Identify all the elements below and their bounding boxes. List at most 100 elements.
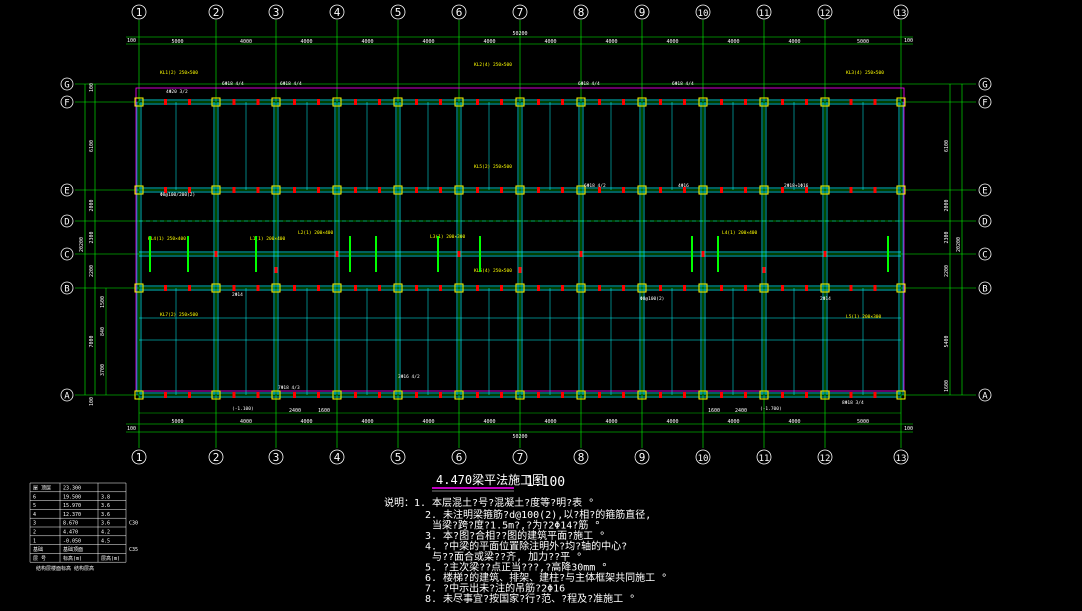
axis-label-row: B bbox=[64, 285, 69, 295]
column-B bbox=[271, 283, 281, 293]
rebar-mark bbox=[378, 285, 381, 291]
column-A bbox=[454, 390, 464, 400]
column-E bbox=[759, 185, 769, 195]
rebar-mark bbox=[537, 187, 540, 193]
notes-heading: 说明：1. 本层混土?号?混凝土?度等?明?表 ° bbox=[384, 496, 594, 509]
rebar-mark bbox=[476, 392, 479, 398]
axis-bubble-col bbox=[695, 449, 711, 465]
column-E bbox=[211, 185, 221, 195]
dim-bottom-edge-right: 100 bbox=[904, 426, 913, 432]
dim-left-edge: 100 bbox=[89, 83, 95, 92]
table-cell: 4.5 bbox=[101, 538, 110, 544]
axis-label-col: 9 bbox=[639, 6, 646, 19]
rebar-mark bbox=[701, 251, 705, 257]
column-E bbox=[820, 185, 830, 195]
axis-label-row: B bbox=[982, 285, 987, 295]
dim-top-span: 5000 bbox=[857, 39, 869, 45]
dim-left-total: 20200 bbox=[79, 237, 85, 252]
column-A bbox=[515, 390, 525, 400]
rebar-note: Φ8@100/200(2) bbox=[160, 192, 195, 198]
table-header-cell: 层 号 bbox=[33, 556, 46, 562]
beam-callout: KL3(4) 250×500 bbox=[846, 70, 884, 76]
rebar-note: 6Φ18 4/4 bbox=[672, 81, 694, 87]
drawing-scale: 1:100 bbox=[526, 475, 565, 490]
rebar-mark bbox=[415, 99, 418, 105]
rebar-mark bbox=[598, 187, 601, 193]
rebar-mark bbox=[317, 187, 320, 193]
axis-bubble-row bbox=[60, 214, 74, 228]
rebar-note: 2Φ18+1Φ16 bbox=[784, 183, 809, 189]
rebar-mark bbox=[354, 187, 357, 193]
dim-top-total: 50200 bbox=[512, 31, 527, 37]
column-B bbox=[759, 283, 769, 293]
axis-label-row: A bbox=[64, 392, 70, 402]
axis-label-col: 11 bbox=[759, 9, 770, 19]
axis-bubble-col bbox=[451, 4, 467, 20]
column-E bbox=[393, 185, 403, 195]
beam-callout: KL2(4) 250×500 bbox=[474, 62, 512, 68]
axis-label-col: 5 bbox=[395, 6, 402, 19]
axis-label-row: D bbox=[982, 218, 987, 228]
axis-label-row: E bbox=[64, 187, 69, 197]
column-B bbox=[515, 283, 525, 293]
dim-bottom-span: 5000 bbox=[857, 419, 869, 425]
axis-bubble-row bbox=[60, 247, 74, 261]
notes-line: 4. ?中梁的平面位置除注明外?均?轴的中心? bbox=[425, 540, 627, 553]
column-A bbox=[134, 390, 144, 400]
table-cell: 屋 顶层 bbox=[33, 486, 51, 492]
table-header-cell: 层高(m) bbox=[101, 555, 120, 562]
dim-bottom-local-left: 1600 bbox=[318, 408, 330, 414]
column-E bbox=[332, 185, 342, 195]
dim-left-sub: 840 bbox=[100, 327, 106, 336]
axis-bubble-col bbox=[893, 4, 909, 20]
dim-left-sub: 1500 bbox=[100, 296, 106, 308]
rebar-mark bbox=[293, 392, 296, 398]
axis-label-row: E bbox=[982, 187, 987, 197]
column-F bbox=[698, 97, 708, 107]
rebar-note: (-1.700) bbox=[760, 406, 782, 412]
dim-top-span: 4000 bbox=[544, 39, 556, 45]
rebar-mark bbox=[683, 392, 686, 398]
table-cell: 1 bbox=[33, 538, 36, 544]
table-cell: 2 bbox=[33, 530, 36, 536]
column-A bbox=[698, 390, 708, 400]
column-F bbox=[820, 97, 830, 107]
rebar-mark bbox=[500, 285, 503, 291]
rebar-mark bbox=[439, 187, 442, 193]
dim-right-span: 2200 bbox=[944, 265, 950, 277]
column-A bbox=[271, 390, 281, 400]
rebar-mark bbox=[781, 99, 784, 105]
rebar-mark bbox=[598, 392, 601, 398]
rebar-mark bbox=[457, 251, 461, 257]
rebar-mark bbox=[720, 285, 723, 291]
dim-right-span: 2000 bbox=[944, 199, 950, 211]
notes-line: 3. 本?图?合相??图的建筑平面?施工 ° bbox=[425, 529, 605, 542]
rebar-mark bbox=[537, 285, 540, 291]
column-F bbox=[637, 97, 647, 107]
axis-bubble-col bbox=[131, 4, 147, 20]
rebar-mark bbox=[598, 285, 601, 291]
axis-bubble-row bbox=[60, 77, 74, 91]
column-F bbox=[759, 97, 769, 107]
axis-label-col: 12 bbox=[820, 454, 831, 464]
axis-bubble-col bbox=[208, 4, 224, 20]
rebar-mark bbox=[744, 187, 747, 193]
rebar-mark bbox=[188, 392, 191, 398]
rebar-mark bbox=[781, 392, 784, 398]
column-E bbox=[454, 185, 464, 195]
rebar-mark bbox=[805, 285, 808, 291]
table-cell: 基础 bbox=[33, 546, 43, 553]
axis-label-col: 5 bbox=[395, 451, 402, 464]
column-layer bbox=[134, 97, 906, 400]
table-cell: 23.300 bbox=[63, 486, 81, 492]
rebar-mark bbox=[659, 285, 662, 291]
rebar-mark bbox=[683, 187, 686, 193]
rebar-mark bbox=[164, 99, 167, 105]
rebar-mark bbox=[622, 187, 625, 193]
axis-bubble-col bbox=[390, 4, 406, 20]
rebar-mark bbox=[317, 392, 320, 398]
notes-line: 6. 楼梯?的建筑、排架、建柱?与主体框架共同施工 ° bbox=[425, 571, 667, 584]
rebar-mark bbox=[561, 187, 564, 193]
rebar-mark bbox=[579, 251, 583, 257]
